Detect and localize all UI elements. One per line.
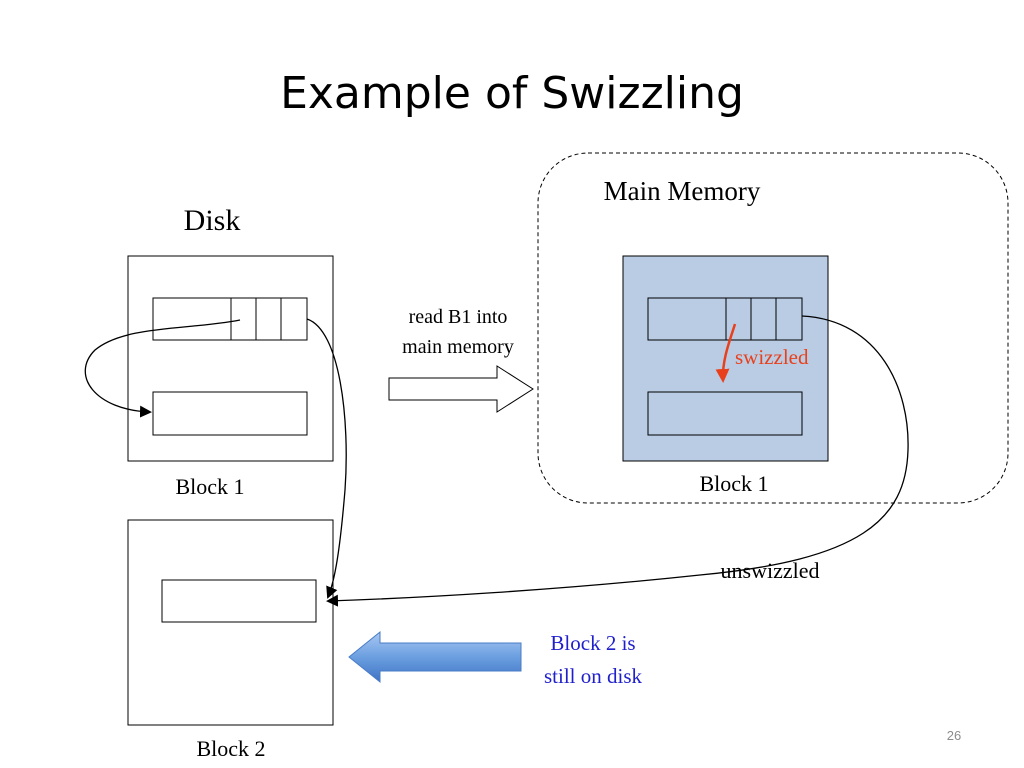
disk-internal-pointer [84, 319, 241, 418]
disk-block-1-pointer-record [152, 297, 308, 341]
disk-block-1-label: Block 1 [175, 474, 244, 499]
page-number: 26 [947, 728, 961, 743]
main-memory-region [537, 152, 1009, 504]
block2-note-line-1: Block 2 is [550, 631, 635, 655]
disk-label: Disk [184, 204, 241, 237]
unswizzled-label: unswizzled [721, 558, 820, 583]
disk-block-2-record [161, 579, 317, 623]
transfer-line-1: read B1 into [409, 306, 508, 328]
swizzled-pointer [715, 323, 737, 383]
memory-block-1-pointer-record [647, 297, 803, 341]
transfer-line-2: main memory [402, 336, 514, 358]
block2-note-line-2: still on disk [544, 664, 643, 688]
transfer-arrow-icon [388, 365, 534, 413]
disk-block-2 [127, 519, 334, 726]
disk-block-1-target-record [152, 391, 308, 436]
left-arrow-icon [348, 630, 522, 684]
disk-block-1 [127, 255, 334, 462]
slide-title: Example of Swizzling [280, 68, 744, 119]
disk-block-2-label: Block 2 [196, 736, 265, 761]
memory-block-1-label: Block 1 [699, 471, 768, 496]
memory-block-1-target-record [647, 391, 803, 436]
main-memory-label: Main Memory [604, 176, 761, 206]
unswizzled-pointer [326, 315, 909, 607]
swizzled-label: swizzled [735, 345, 809, 369]
memory-block-1 [622, 255, 829, 462]
disk-block-2-pointer [306, 318, 347, 599]
